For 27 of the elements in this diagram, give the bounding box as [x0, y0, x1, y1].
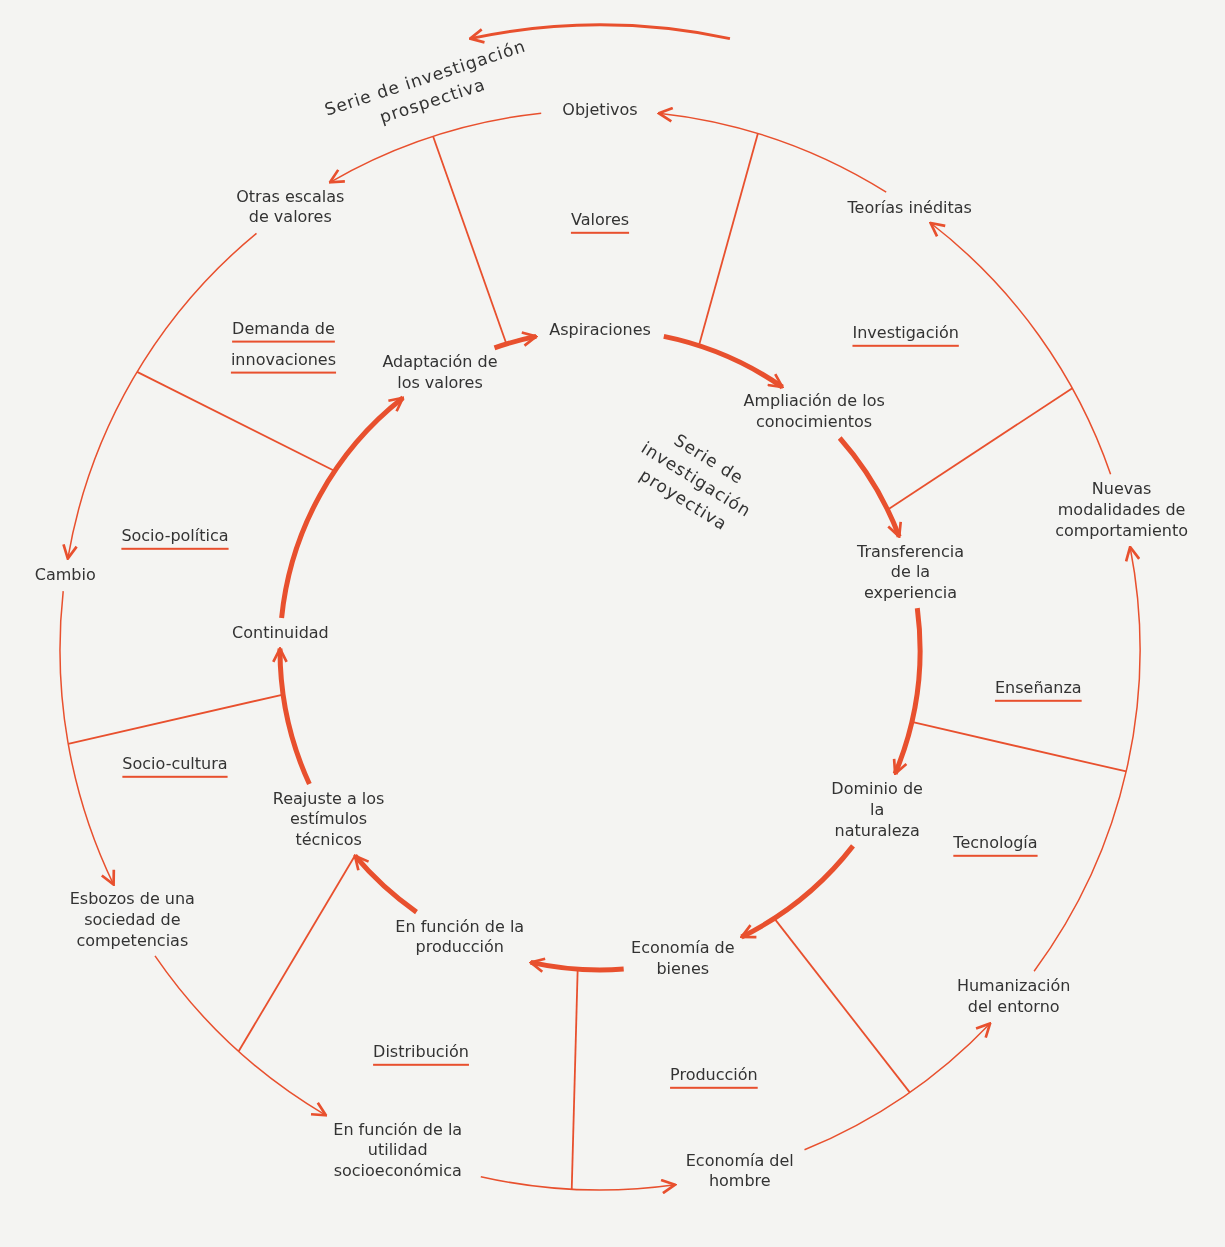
arrow [272, 647, 312, 785]
sector-label: Valores [569, 208, 631, 231]
arrow [493, 331, 538, 351]
arrow [657, 107, 887, 193]
sector-label: Producción [669, 1063, 759, 1086]
sector-label: Enseñanza [993, 677, 1083, 700]
arrow [279, 395, 405, 619]
arrow [929, 221, 1112, 475]
arrow [154, 955, 328, 1117]
sector-label: Socio-cultura [121, 752, 229, 775]
arrow [59, 590, 116, 886]
arrow [803, 1022, 992, 1151]
arrow [328, 112, 542, 184]
arrow [1033, 545, 1141, 972]
sector-label: Distribución [372, 1040, 470, 1063]
arrow [63, 232, 258, 560]
arrow [837, 436, 902, 538]
arrow [892, 608, 923, 776]
sector-label: Tecnología [952, 831, 1039, 854]
sector-label: Demanda de innovaciones [229, 317, 338, 371]
arrow [480, 1175, 677, 1194]
arrow [529, 956, 624, 973]
sector-label: Socio-política [120, 524, 230, 547]
arrow [740, 844, 855, 940]
arrow [663, 333, 784, 390]
sector-label: Investigación [851, 322, 960, 345]
arrow [353, 854, 418, 915]
